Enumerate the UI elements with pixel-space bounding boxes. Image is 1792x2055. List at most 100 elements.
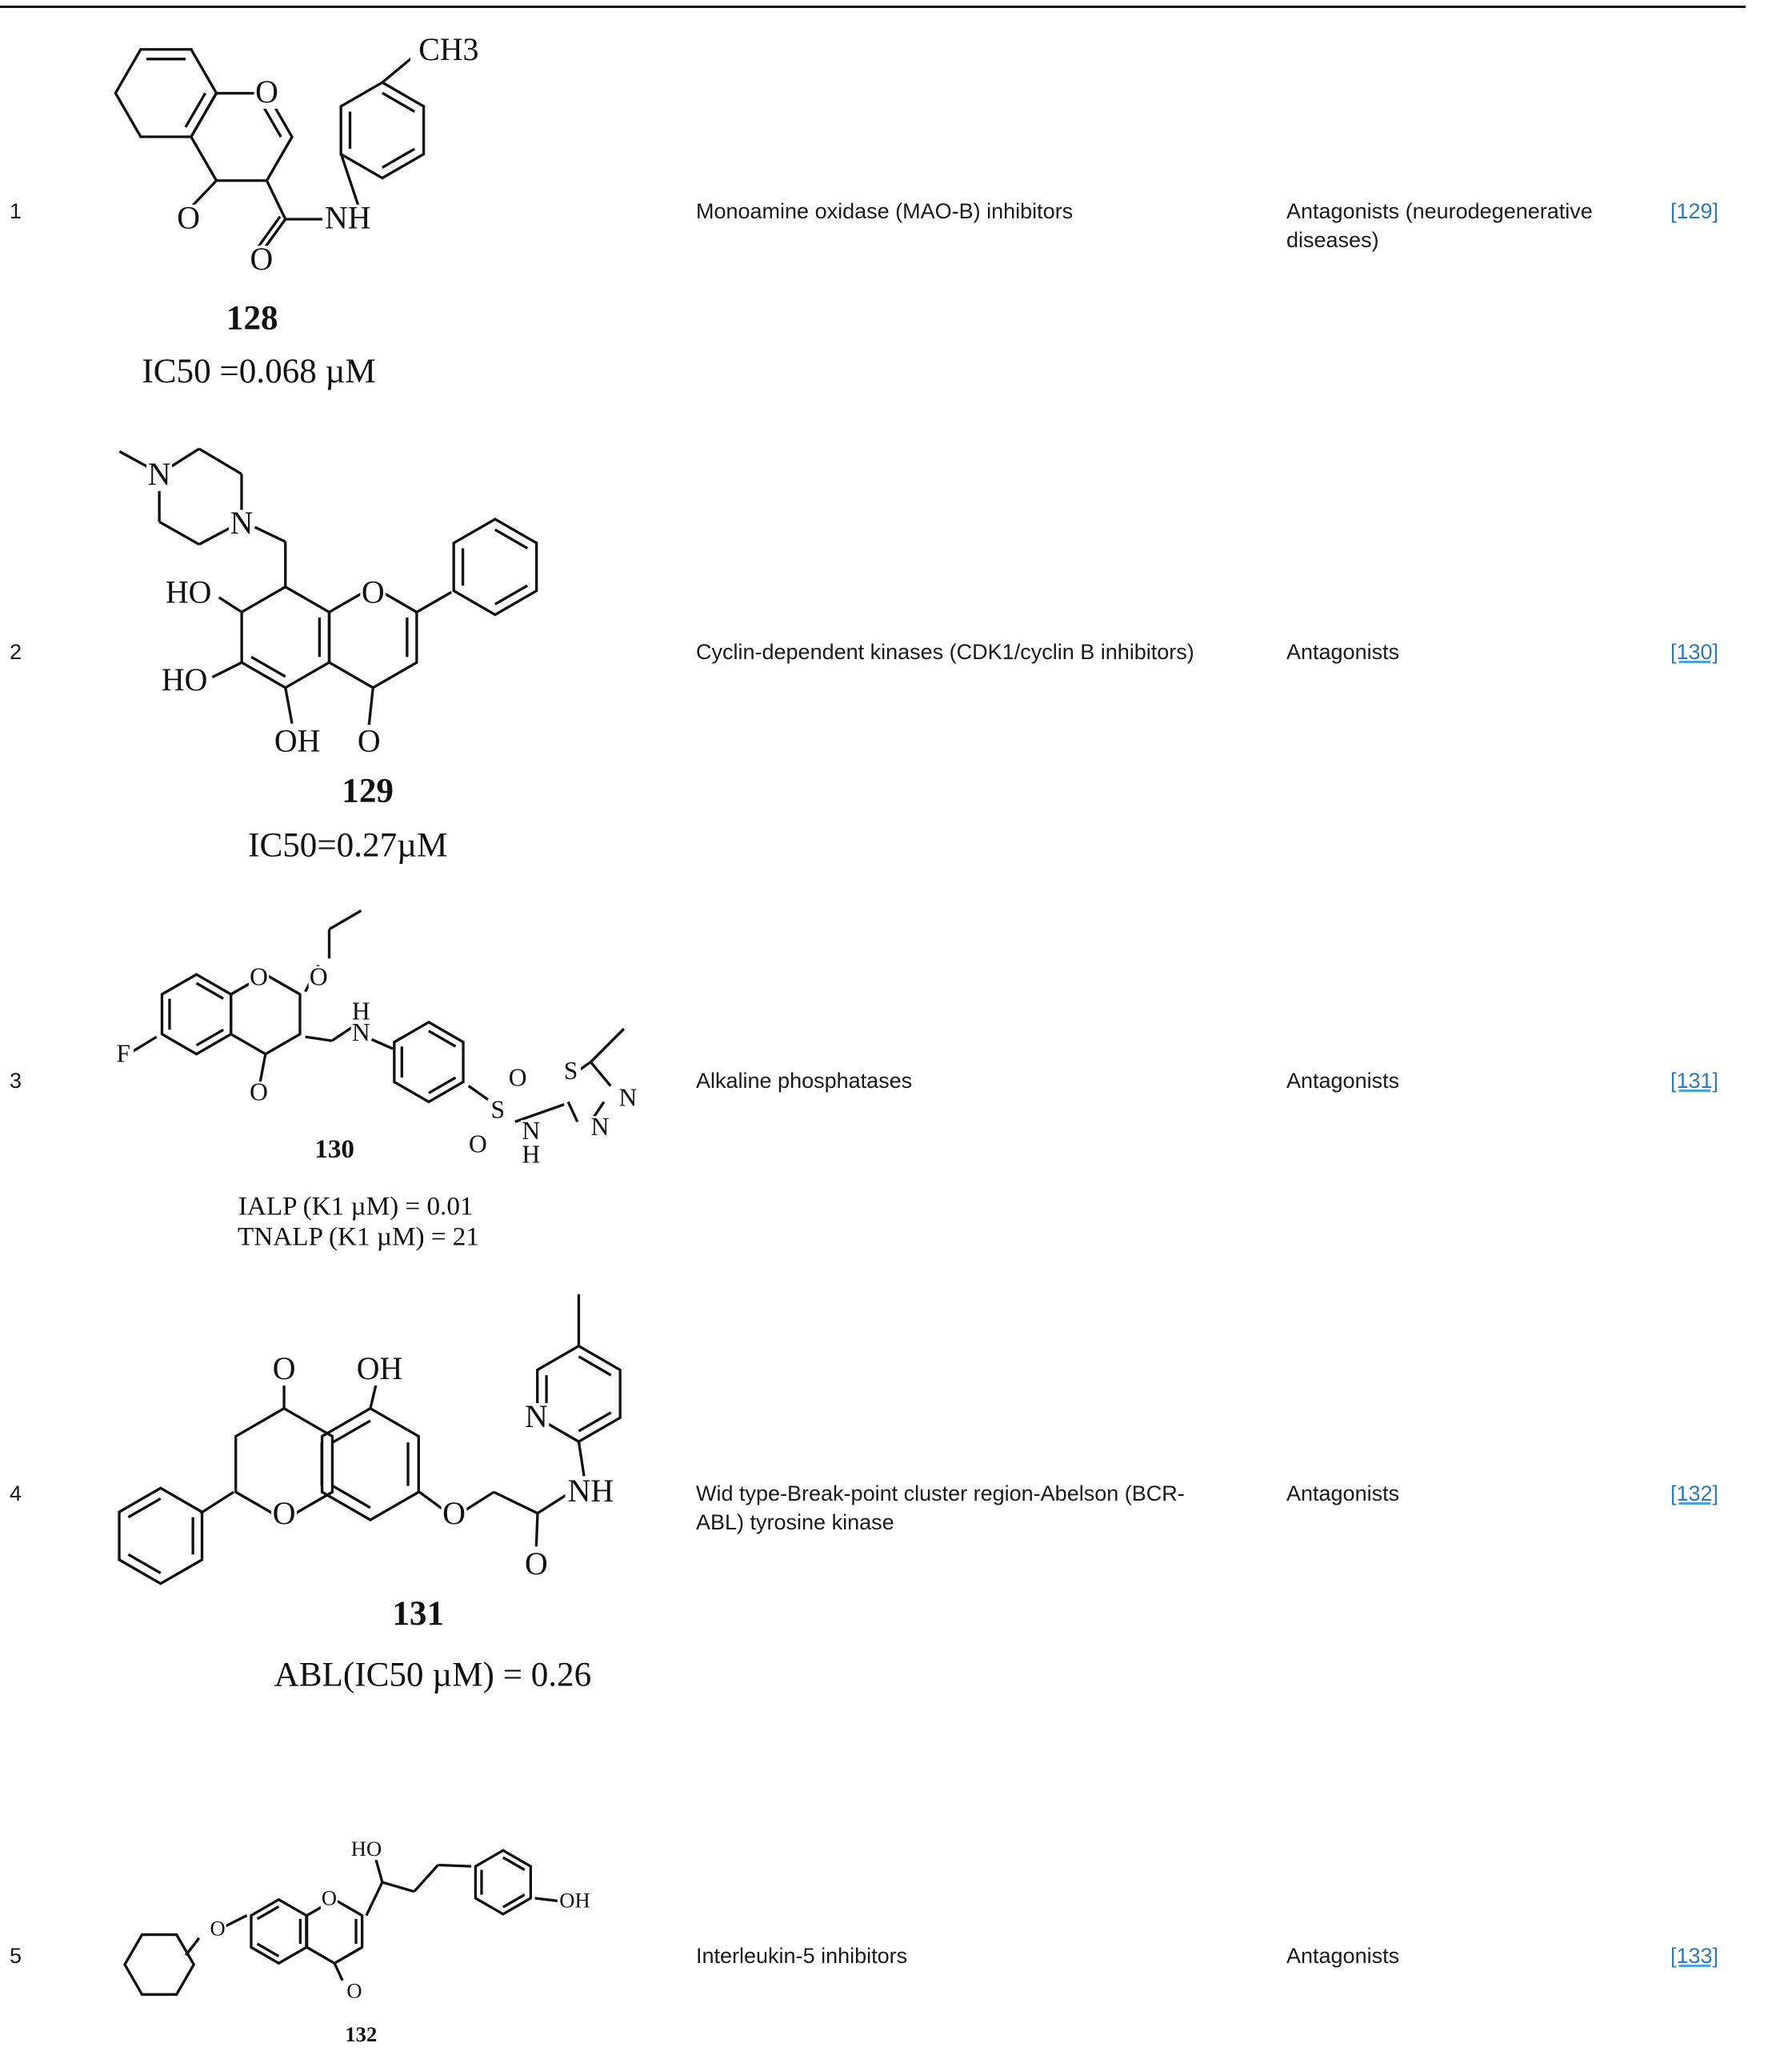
bond	[258, 1053, 267, 1082]
target-cell: Alkaline phosphatases	[696, 1069, 913, 1093]
atom-label: O	[509, 1064, 527, 1092]
bond	[184, 92, 207, 128]
bond	[494, 584, 529, 606]
bond	[413, 1864, 439, 1893]
bond	[382, 1881, 415, 1893]
type-cell: Antagonists	[1286, 1069, 1400, 1093]
atom-label: O	[525, 1546, 548, 1581]
bond	[438, 1863, 472, 1868]
bond	[367, 687, 374, 726]
atom-label: N	[148, 457, 171, 492]
atom-label: O	[322, 1885, 337, 1909]
reference-link[interactable]: [129]	[1670, 199, 1719, 223]
atom-label: F	[117, 1040, 131, 1068]
bond	[256, 1942, 280, 1957]
bond	[578, 1411, 612, 1433]
atom-label: O	[250, 242, 273, 277]
atom-label: O	[255, 74, 278, 110]
bond	[578, 1355, 612, 1377]
atom-label: NH	[568, 1473, 614, 1509]
compound-id: 132	[345, 2022, 377, 2046]
bond	[428, 1029, 457, 1048]
atom-label: O	[250, 962, 268, 990]
atom-label: CH3	[418, 32, 478, 67]
bond	[534, 1513, 539, 1547]
bond	[428, 1076, 457, 1094]
atom-label: NH	[325, 201, 371, 236]
atom-label: O	[469, 1129, 487, 1157]
bond	[330, 1026, 353, 1042]
reference-link[interactable]: [132]	[1670, 1481, 1719, 1505]
ring	[240, 585, 331, 690]
activity-value: IALP (K1 µM) = 0.01	[238, 1191, 474, 1221]
atom-label: OH	[357, 1351, 403, 1386]
activity-value: ABL(IC50 µM) = 0.26	[274, 1656, 592, 1693]
atom-label: O	[310, 962, 328, 990]
atom-label: O	[177, 201, 200, 236]
ring	[474, 1849, 533, 1916]
atom-label: N	[230, 506, 254, 541]
bond	[339, 154, 360, 206]
bond	[305, 1035, 333, 1042]
bond	[463, 1490, 495, 1512]
ring	[452, 518, 538, 617]
bond	[534, 1897, 558, 1902]
bond	[332, 1485, 371, 1509]
bond	[577, 1441, 586, 1477]
ring	[320, 1406, 420, 1522]
row-index: 2	[10, 640, 22, 664]
reference-link[interactable]: [131]	[1670, 1069, 1719, 1093]
bond	[127, 1553, 162, 1575]
compound-id: 130	[314, 1134, 354, 1164]
bond	[566, 1101, 579, 1123]
atom-label: O	[358, 723, 381, 758]
activity-value: IC50 =4.0 µM	[300, 2052, 422, 2055]
bond	[158, 520, 200, 546]
atom-label: O	[210, 1916, 226, 1940]
bond	[195, 982, 225, 1000]
bond	[382, 91, 416, 113]
activity-value: IC50 =0.068 µM	[142, 353, 375, 390]
bond	[514, 1103, 565, 1123]
bond	[199, 1490, 234, 1515]
bond	[494, 528, 529, 550]
bond	[381, 54, 415, 84]
activity-value: IC50=0.27µM	[248, 826, 447, 864]
ring	[250, 1897, 308, 1965]
bond	[132, 1035, 158, 1053]
bond	[127, 1497, 162, 1519]
bond	[590, 1061, 612, 1087]
atom-label: O	[273, 1496, 296, 1531]
reference-link[interactable]: [130]	[1670, 640, 1719, 664]
bond	[225, 1914, 248, 1928]
row-index: 4	[10, 1481, 22, 1505]
bond	[198, 447, 242, 476]
bond	[416, 590, 452, 614]
row-index: 3	[10, 1069, 22, 1093]
bond	[118, 450, 150, 469]
ring	[160, 973, 233, 1056]
bond	[250, 655, 286, 678]
type-cell: Antagonists	[1286, 640, 1400, 664]
atom-label: N	[525, 1399, 548, 1434]
bond	[328, 910, 362, 931]
bond	[195, 1028, 225, 1047]
ring	[393, 1020, 465, 1104]
atom-label: O	[273, 1351, 296, 1386]
bond	[418, 1490, 446, 1512]
atom-label: S	[564, 1057, 578, 1085]
bond	[211, 661, 242, 678]
atom-label: H	[352, 998, 370, 1026]
ring	[536, 1344, 622, 1444]
bond	[467, 1085, 492, 1103]
bond	[502, 1893, 526, 1909]
reference-link[interactable]: [133]	[1670, 1944, 1719, 1968]
bond	[266, 180, 287, 220]
bond	[332, 1419, 371, 1444]
atom-label: O	[250, 1078, 268, 1106]
atom-label: N	[352, 1018, 370, 1046]
bond	[374, 1857, 384, 1883]
atom-label: HO	[166, 575, 212, 610]
type-cell: Antagonists	[1286, 1944, 1400, 1968]
compound-id: 131	[392, 1595, 444, 1633]
